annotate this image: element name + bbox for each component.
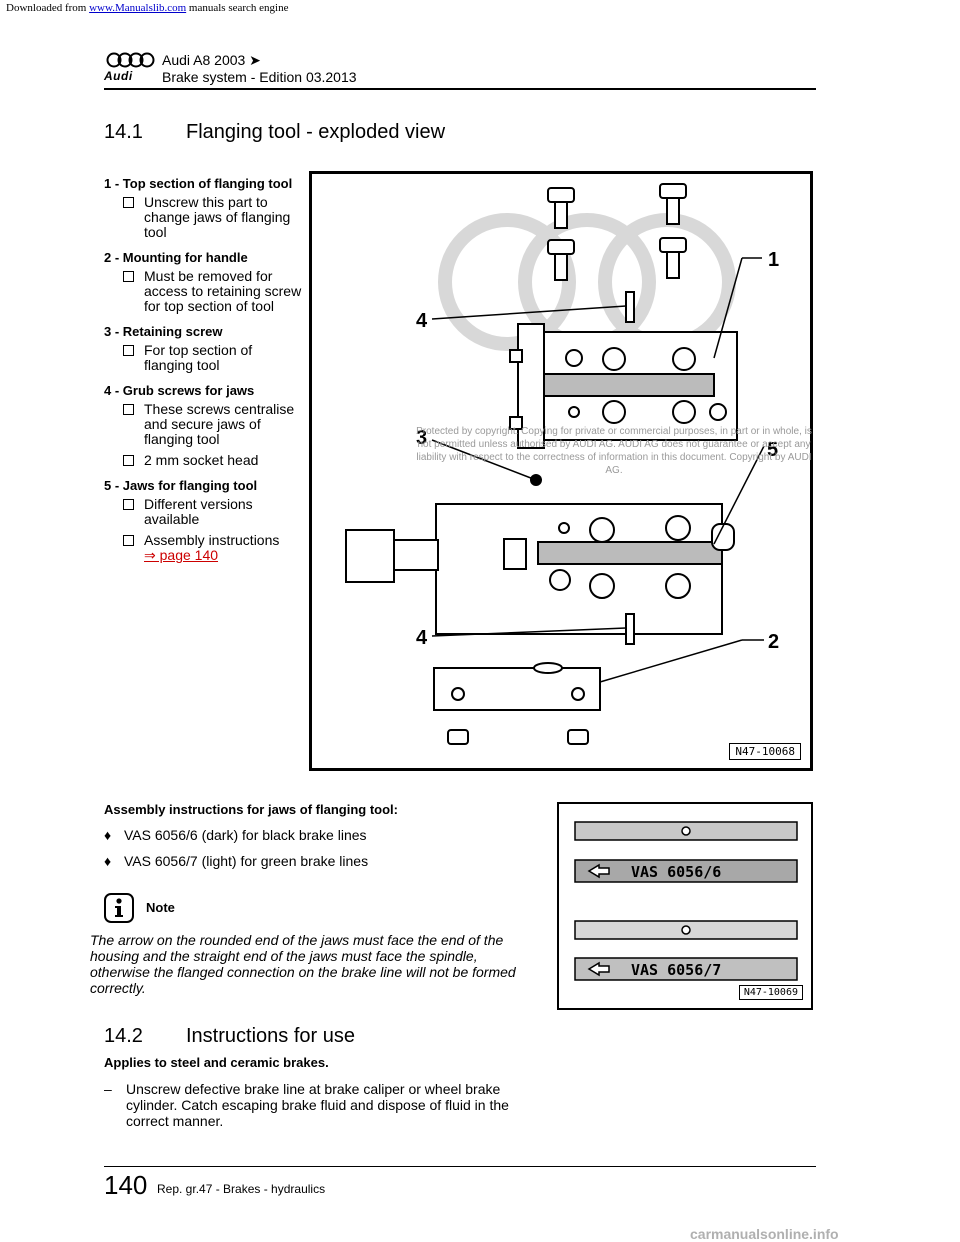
figure-id: N47-10069 (738, 985, 803, 1000)
top-screws (547, 183, 687, 281)
section-title-14-1: 14.1 Flanging tool - exploded view (104, 121, 445, 144)
part-bullet: Must be removed for access to retaining … (104, 269, 304, 314)
info-icon (104, 893, 134, 923)
page-number: 140 (104, 1170, 148, 1200)
part-bullet: 2 mm socket head (104, 453, 304, 468)
download-prefix: Downloaded from (6, 2, 87, 14)
part-title: 4 - Grub screws for jaws (104, 383, 255, 398)
top-section-of-tool (509, 323, 738, 449)
part-title: 1 - Top section of flanging tool (104, 176, 293, 191)
step-text: Unscrew defective brake line at brake ca… (126, 1081, 509, 1129)
download-note: Downloaded from www.Manualslib.com manua… (6, 2, 288, 14)
figure-id: N47-10068 (729, 743, 801, 760)
callout-1: 1 (768, 249, 779, 271)
page-140-link[interactable]: ⇒ page 140 (144, 547, 219, 563)
note-text: The arrow on the rounded end of the jaws… (90, 932, 516, 996)
part-bullet: Unscrew this part to change jaws of flan… (104, 195, 304, 240)
header-edition: Brake system - Edition 03.2013 (162, 69, 357, 85)
instruction-step: – Unscrew defective brake line at brake … (104, 1081, 534, 1129)
exploded-view-drawing: 1 4 3 5 4 2 (345, 183, 779, 745)
download-suffix: manuals search engine (188, 2, 289, 14)
section-heading: Instructions for use (186, 1025, 355, 1047)
audi-wordmark: Audi (104, 69, 133, 83)
site-watermark: carmanualsonline.info (690, 1226, 839, 1242)
list-item: ♦VAS 6056/7 (light) for green brake line… (104, 853, 369, 869)
section-number: 14.1 (104, 121, 143, 143)
checkbox-bullet-icon (123, 271, 134, 282)
jaw-light-labelled (574, 957, 798, 981)
checkbox-bullet-icon (123, 455, 134, 466)
section-title-14-2: 14.2 Instructions for use (104, 1025, 355, 1048)
tool-housing (345, 503, 735, 635)
assembly-heading: Assembly instructions for jaws of flangi… (104, 802, 398, 817)
header-rule (104, 88, 816, 90)
part-title: 5 - Jaws for flanging tool (104, 478, 258, 493)
header-model: Audi A8 2003 ➤ (162, 52, 261, 68)
jaw-dark (574, 859, 798, 883)
callout-lines (431, 257, 765, 683)
arrow-left-icon (587, 961, 610, 977)
jaw-label-6: VAS 6056/6 (631, 863, 721, 881)
part-bullet: These screws centralise and secure jaws … (104, 402, 304, 447)
audi-rings-logo (106, 52, 156, 73)
callout-2: 2 (768, 631, 779, 653)
diamond-bullet-icon: ♦ (104, 827, 112, 843)
arrow-left-icon (587, 863, 610, 879)
jaws-drawing: VAS 6056/6 VAS 6056/7 (574, 821, 798, 981)
section-number: 14.2 (104, 1025, 143, 1047)
diamond-bullet-icon: ♦ (104, 853, 112, 869)
exploded-view-figure: 1 4 3 5 4 2 Protected by copyright. Copy… (309, 171, 813, 771)
note-label: Note (146, 900, 175, 915)
checkbox-bullet-icon (123, 404, 134, 415)
applies-to: Applies to steel and ceramic brakes. (104, 1055, 329, 1070)
repair-group: Rep. gr.47 - Brakes - hydraulics (157, 1182, 326, 1196)
callout-4-bottom: 4 (416, 627, 428, 649)
section-heading: Flanging tool - exploded view (186, 121, 446, 143)
copyright-watermark: Protected by copyright. Copying for priv… (416, 426, 812, 476)
part-bullet: Different versions available (104, 497, 304, 527)
list-item: ♦VAS 6056/6 (dark) for black brake lines (104, 827, 367, 843)
part-bullet: For top section of flanging tool (104, 343, 304, 373)
callout-4-top: 4 (416, 310, 428, 332)
checkbox-bullet-icon (123, 345, 134, 356)
callout-3: 3 (416, 427, 427, 449)
dash-bullet: – (104, 1081, 112, 1097)
jaw-label-7: VAS 6056/7 (631, 961, 721, 979)
manualslib-link[interactable]: www.Manualslib.com (89, 2, 187, 14)
callout-5: 5 (767, 439, 778, 461)
mounting-for-handle (433, 662, 601, 745)
checkbox-bullet-icon (123, 197, 134, 208)
jaws-figure: VAS 6056/6 VAS 6056/7 N47-10069 (557, 802, 813, 1010)
part-title: 2 - Mounting for handle (104, 250, 248, 265)
checkbox-bullet-icon (123, 499, 134, 510)
part-bullet: Assembly instructions⇒ page 140 (104, 533, 304, 563)
part-title: 3 - Retaining screw (104, 324, 223, 339)
footer-rule (104, 1166, 816, 1167)
parts-list: 1 - Top section of flanging tool Unscrew… (104, 172, 304, 563)
checkbox-bullet-icon (123, 535, 134, 546)
